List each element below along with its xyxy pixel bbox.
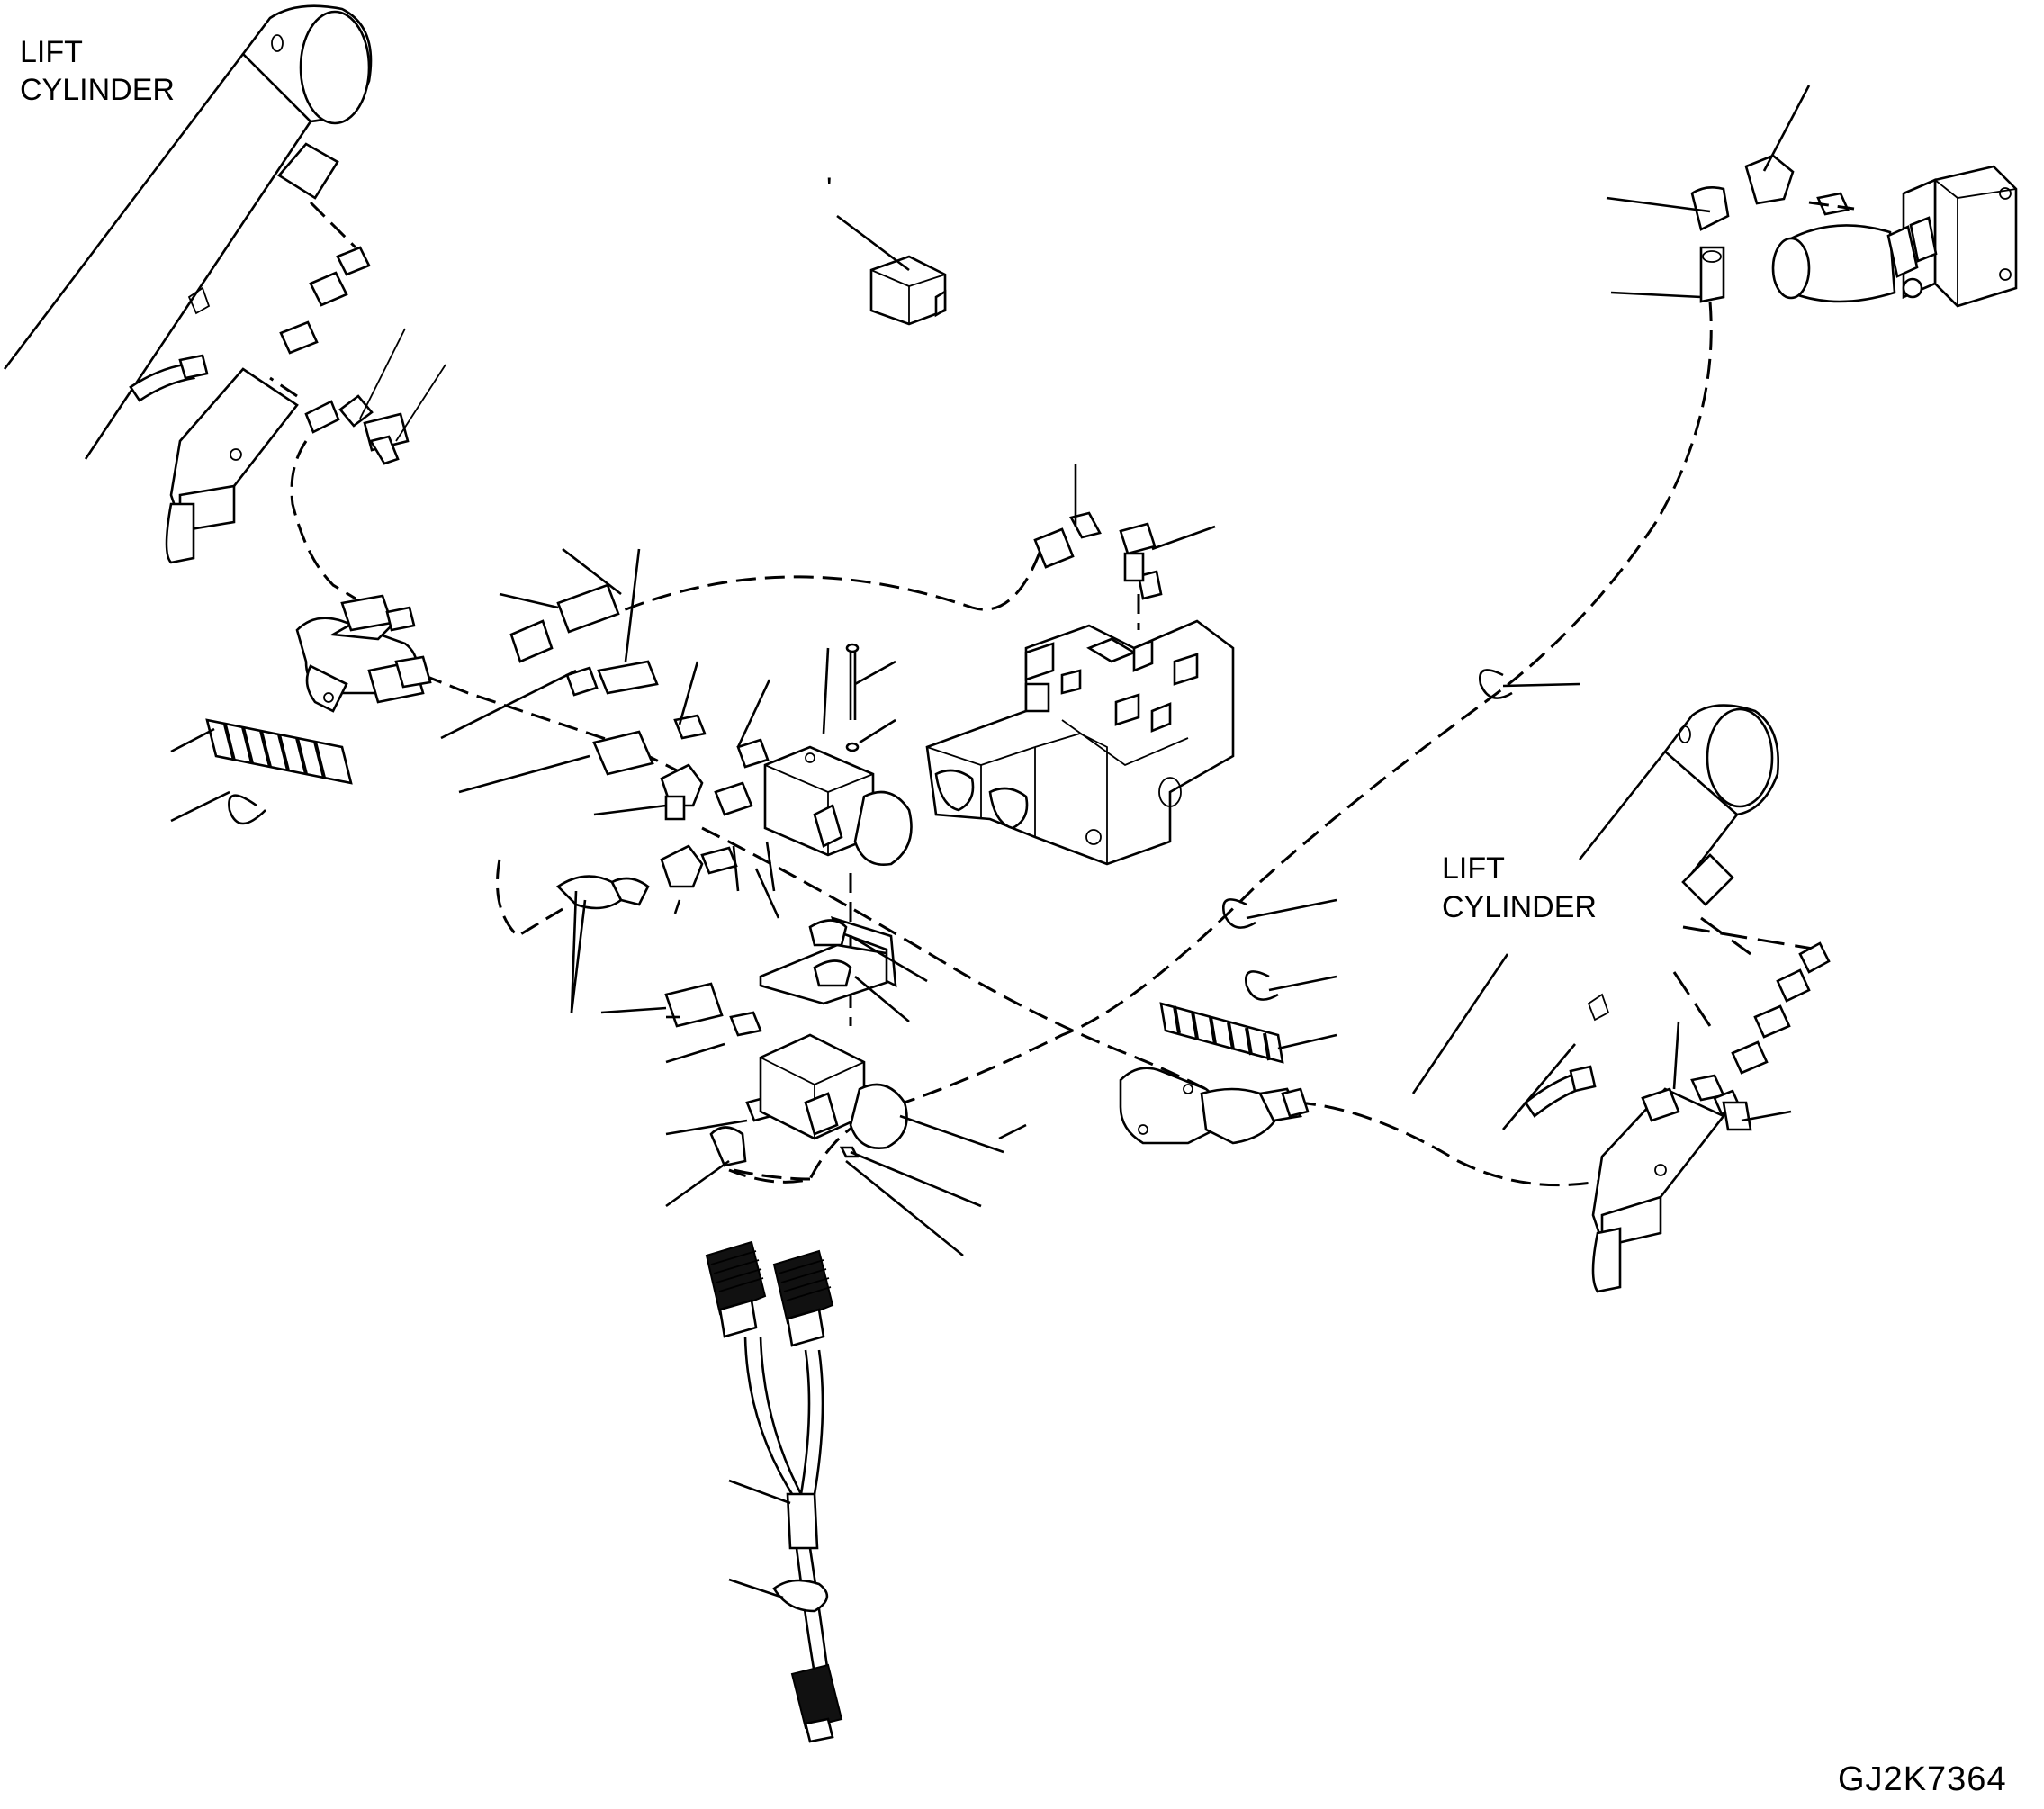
hose-clip-right-mid [1222, 898, 1337, 929]
hose-clip-right-upper [1479, 669, 1580, 699]
valve-upper-fittings [1033, 464, 1216, 582]
lift-cylinder-left [3, 4, 373, 564]
mounting-bracket [759, 916, 928, 1022]
main-control-valve [925, 570, 1235, 866]
spiral-wrap-left [170, 718, 353, 785]
center-fittings [440, 547, 783, 1208]
relay [836, 214, 947, 326]
right-manifold [1119, 1066, 1310, 1145]
lift-cylinder-right-label-line2: CYLINDER [1442, 890, 1597, 924]
lift-cylinder-right [1411, 704, 1779, 1293]
fittings-right-cylinder [1641, 941, 1831, 1131]
fittings-left-cylinder [279, 246, 446, 465]
wiring-harness [705, 1240, 843, 1743]
lower-leaders [570, 899, 1027, 1140]
left-manifold [295, 594, 432, 713]
stray-mark: ' [826, 172, 833, 206]
accumulator-assembly [1606, 85, 2018, 308]
drawing-code: GJ2K7364 [1838, 1760, 2007, 1798]
solenoid-valve-lower [759, 1033, 1004, 1257]
spiral-wrap-right [1159, 1002, 1337, 1064]
lift-cylinder-left-label-line1: LIFT [20, 35, 83, 69]
lift-cylinder-left-label-line2: CYLINDER [20, 73, 175, 107]
lift-cylinder-right-label-line1: LIFT [1442, 851, 1505, 886]
hose-clip-left [170, 790, 266, 825]
hose-clip-right-lower [1245, 970, 1337, 1001]
solenoid-valve-upper [763, 643, 913, 892]
